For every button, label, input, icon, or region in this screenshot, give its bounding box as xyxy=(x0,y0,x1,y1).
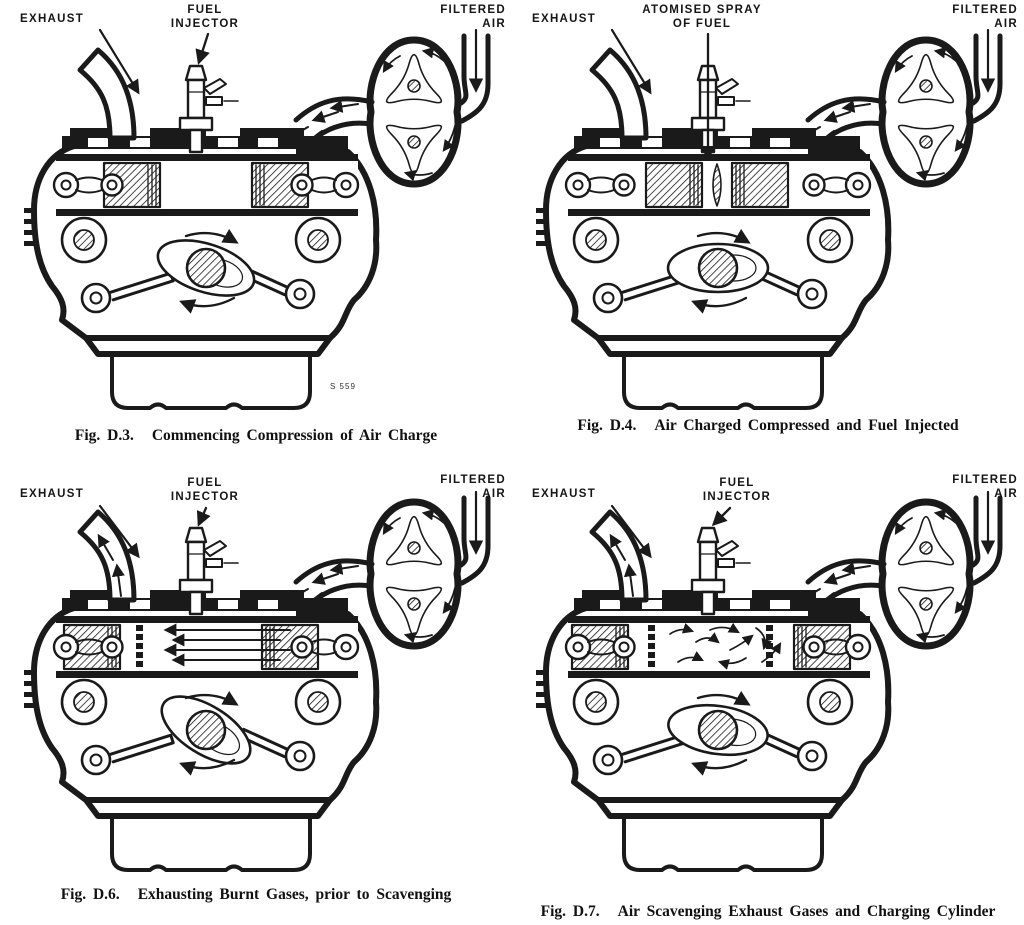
exhaust-pipe xyxy=(77,509,137,603)
exhaust-pipe xyxy=(589,509,649,603)
exhaust-pipe xyxy=(77,47,137,141)
figure-d7: EXHAUST FUEL INJECTOR FILTERED AIR Fig. … xyxy=(512,462,1024,925)
fuel-injector xyxy=(178,526,239,616)
engine-block xyxy=(536,128,892,410)
fuel-injector xyxy=(690,526,751,616)
crank-assembly xyxy=(60,216,342,314)
fuel-injector xyxy=(178,64,239,154)
fuel-injector-label: FUEL INJECTOR xyxy=(702,477,772,503)
fuel-injector-label: FUEL INJECTOR xyxy=(170,477,240,503)
label-leader-arrows xyxy=(98,28,210,95)
exhaust-label: EXHAUST xyxy=(532,488,597,500)
engine-diagram-d7 xyxy=(536,490,1003,872)
figure-caption: Fig. D.7. Air Scavenging Exhaust Gases an… xyxy=(512,903,1024,921)
plate-number: S 559 xyxy=(330,382,356,391)
filtered-air-label: FILTERED AIR xyxy=(440,474,506,500)
filtered-air-label: FILTERED AIR xyxy=(952,474,1018,500)
cylinder-assembly xyxy=(564,154,872,216)
engine-diagram-d3 xyxy=(24,28,491,410)
figure-title: Air Scavenging Exhaust Gases and Chargin… xyxy=(617,903,996,920)
figure-number: Fig. D.6. xyxy=(60,886,120,903)
label-leader-arrows xyxy=(610,28,716,161)
label-leader-arrows xyxy=(98,504,211,559)
atomised-spray-label: ATOMISED SPRAY OF FUEL xyxy=(642,4,762,30)
exhaust-pipe xyxy=(589,47,649,141)
figure-number: Fig. D.4. xyxy=(577,417,637,434)
roots-blower xyxy=(287,28,491,188)
figure-title: Exhausting Burnt Gases, prior to Scaveng… xyxy=(137,886,452,903)
figure-number: Fig. D.3. xyxy=(74,427,134,444)
figure-caption: Fig. D.4. Air Charged Compressed and Fuel… xyxy=(512,417,1024,435)
figure-title: Air Charged Compressed and Fuel Injected xyxy=(654,417,959,434)
figure-d4: EXHAUST ATOMISED SPRAY OF FUEL FILTERED … xyxy=(512,0,1024,463)
fuel-injector-label: FUEL INJECTOR xyxy=(170,4,240,30)
engine-diagram-d4 xyxy=(536,28,1003,410)
crank-assembly xyxy=(572,216,854,314)
figure-caption: Fig. D.3. Commencing Compression of Air C… xyxy=(0,427,512,445)
figure-d3: EXHAUST FUEL INJECTOR FILTERED AIR S 559… xyxy=(0,0,512,463)
roots-blower xyxy=(799,490,1003,650)
filtered-air-label: FILTERED AIR xyxy=(952,4,1018,30)
figure-caption: Fig. D.6. Exhausting Burnt Gases, prior t… xyxy=(0,886,512,904)
roots-blower xyxy=(799,28,1003,188)
filtered-air-label: FILTERED AIR xyxy=(440,4,506,30)
cylinder-assembly xyxy=(52,154,360,216)
exhaust-label: EXHAUST xyxy=(20,13,85,25)
cylinder-assembly xyxy=(564,616,872,678)
figure-title: Commencing Compression of Air Charge xyxy=(151,427,438,444)
engine-diagram-d6 xyxy=(24,490,491,872)
exhaust-label: EXHAUST xyxy=(532,13,597,25)
crank-assembly xyxy=(572,678,854,776)
exhaust-label: EXHAUST xyxy=(20,488,85,500)
figure-number: Fig. D.7. xyxy=(540,903,600,920)
crank-assembly xyxy=(60,678,342,776)
label-leader-arrows xyxy=(610,504,732,559)
figure-d6: EXHAUST FUEL INJECTOR FILTERED AIR Fig. … xyxy=(0,462,512,925)
cylinder-assembly xyxy=(52,616,360,678)
